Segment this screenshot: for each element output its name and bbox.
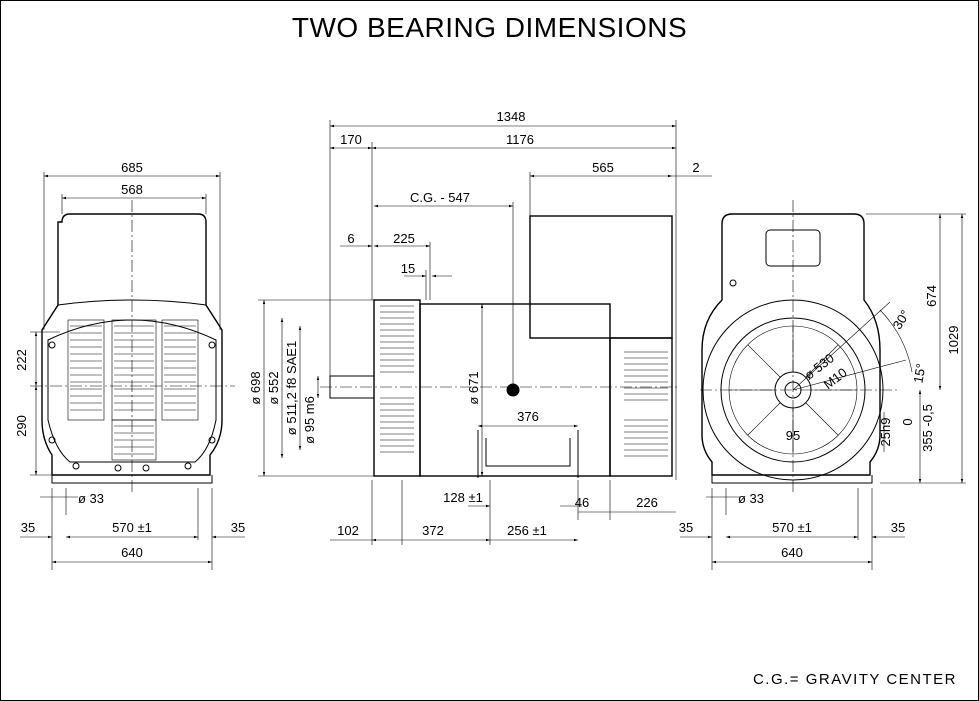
side-dim-225-label: 225: [393, 231, 415, 246]
end-angle-30-label: 30°: [890, 307, 913, 332]
end-base-width-label: 640: [781, 545, 803, 560]
front-base-width-label: 640: [121, 545, 143, 560]
side-dim-46-label: 46: [575, 495, 589, 510]
end-key-95-label: 95: [786, 428, 800, 443]
side-dim-372-label: 372: [422, 523, 444, 538]
end-key-25-label: 25h9: [878, 418, 893, 447]
side-dia-95-label: ø 95 m6: [302, 396, 317, 444]
end-height-674-label: 674: [924, 285, 939, 307]
front-height-upper-label: 222: [14, 349, 29, 371]
side-dim-226-label: 226: [636, 495, 658, 510]
front-height-lower-label: 290: [14, 415, 29, 437]
end-view: [680, 200, 966, 570]
drawing-title: TWO BEARING DIMENSIONS: [291, 12, 688, 43]
front-hole-label: ø 33: [78, 491, 104, 506]
end-edge-right-label: 35: [891, 520, 905, 535]
side-dim-15-label: 15: [401, 261, 415, 276]
side-rear-length-label: 565: [592, 160, 614, 175]
side-foot-376-label: 376: [517, 409, 539, 424]
side-body-length-label: 1176: [506, 132, 534, 147]
side-dim-256-label: 256 ±1: [507, 523, 547, 538]
side-dia-698-label: ø 698: [248, 371, 263, 404]
side-dia-511-label: ø 511,2 f8 SAE1: [284, 341, 299, 435]
side-flange-offset-label: 170: [340, 132, 362, 147]
side-dim-128-label: 128 ±1: [443, 490, 483, 505]
end-angle-15-label: 15°: [910, 362, 928, 384]
front-foot-spacing-label: 570 ±1: [112, 520, 152, 535]
front-edge-left-label: 35: [21, 520, 35, 535]
end-shaft-height-tol-label: 0: [900, 418, 915, 425]
end-edge-left-label: 35: [679, 520, 693, 535]
side-offset-6-label: 6: [347, 231, 354, 246]
front-width-overall-label: 685: [121, 160, 143, 175]
side-rear-gap-label: 2: [692, 160, 699, 175]
side-overall-length-label: 1348: [497, 109, 526, 124]
end-shaft-height-label: 355 -0,5: [920, 404, 935, 452]
front-width-top-label: 568: [121, 182, 143, 197]
end-height-1029-label: 1029: [946, 326, 961, 355]
front-edge-right-label: 35: [231, 520, 245, 535]
end-hole-label: ø 33: [738, 491, 764, 506]
legend-note: C.G.= GRAVITY CENTER: [752, 671, 957, 688]
side-cg-label: C.G. - 547: [410, 190, 470, 205]
side-view: [258, 120, 712, 545]
side-dim-102-label: 102: [337, 523, 359, 538]
end-foot-spacing-label: 570 ±1: [772, 520, 812, 535]
side-dia-671-label: ø 671: [466, 371, 481, 404]
side-dia-552-label: ø 552: [266, 371, 281, 404]
front-view: [20, 172, 245, 570]
